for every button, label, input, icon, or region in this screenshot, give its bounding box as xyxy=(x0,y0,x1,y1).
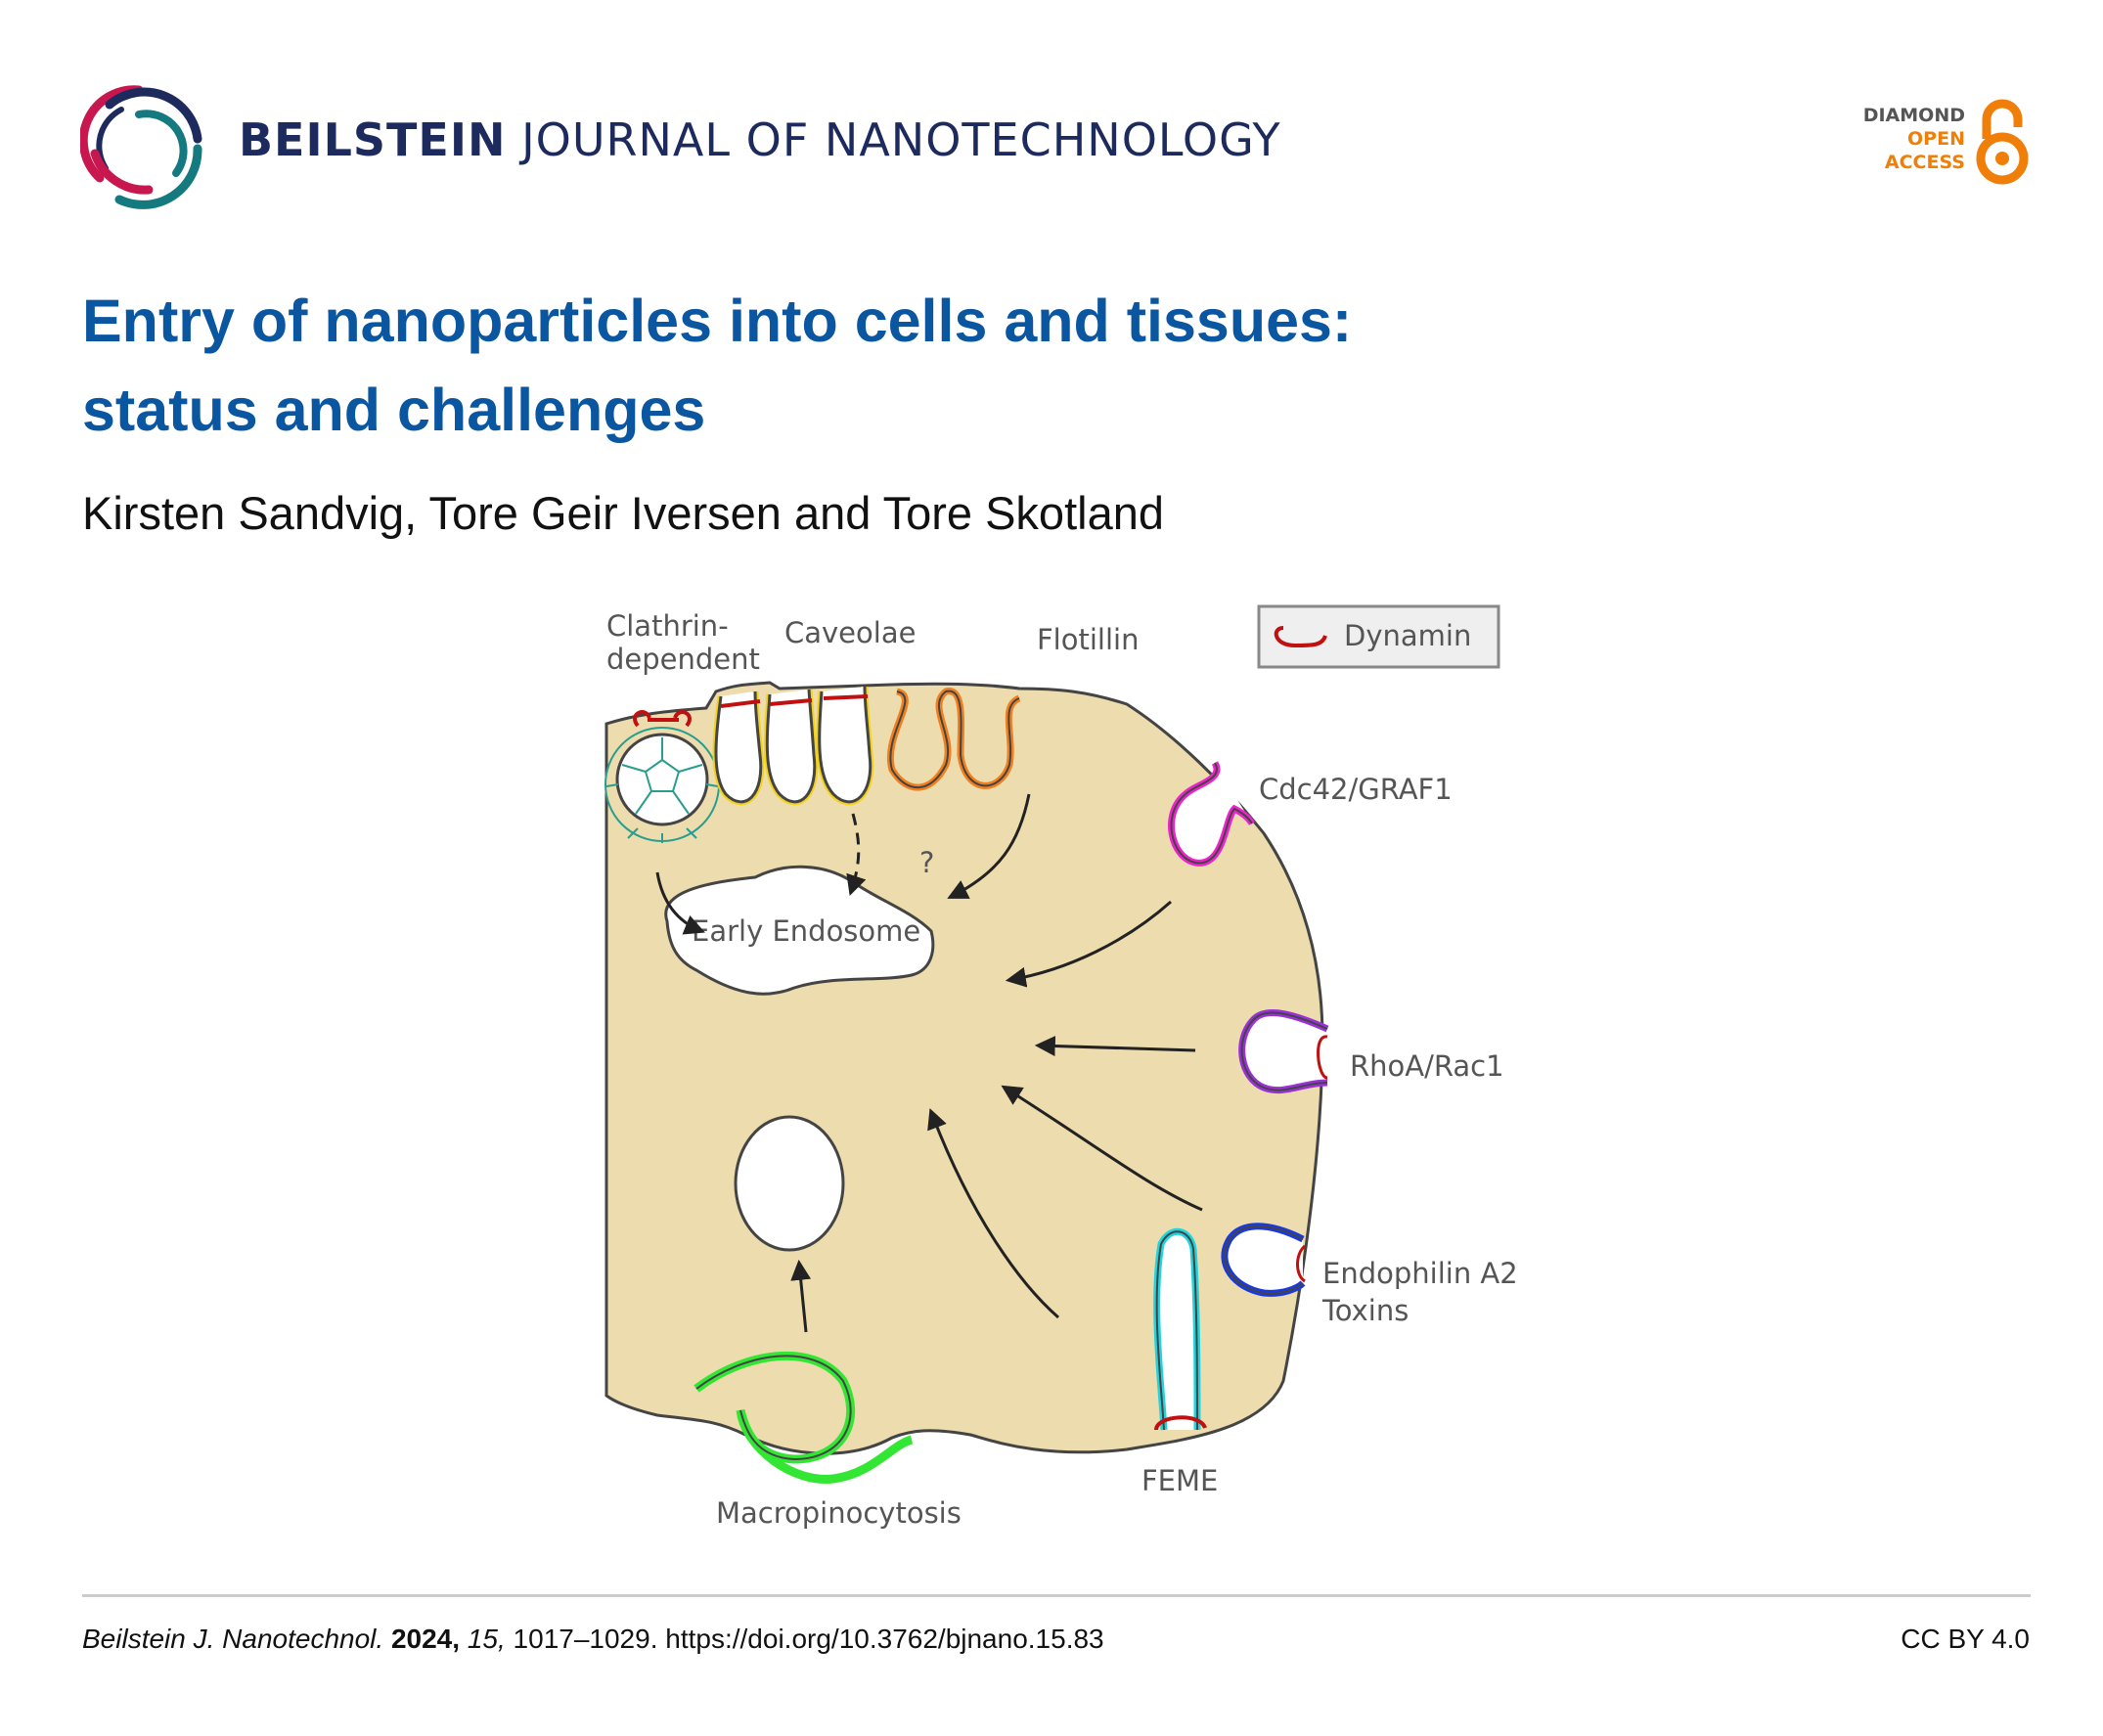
label-caveolae: Caveolae xyxy=(784,616,916,649)
label-rhoa-rac1: RhoA/Rac1 xyxy=(1350,1049,1504,1083)
title-line-2: status and challenges xyxy=(82,377,706,443)
label-flotillin: Flotillin xyxy=(1037,623,1139,656)
clathrin-pit xyxy=(604,710,720,843)
article-authors: Kirsten Sandvig, Tore Geir Iversen and T… xyxy=(82,487,1164,539)
badge-open: OPEN xyxy=(1907,128,1965,150)
open-access-lock-icon xyxy=(1976,99,2029,185)
label-clathrin-line1: Clathrin- xyxy=(606,609,729,643)
cdc42-graf1-invagination xyxy=(1168,761,1256,867)
arrow-cdc42 xyxy=(1005,900,1172,988)
label-endophilin-line1: Endophilin A2 xyxy=(1322,1257,1518,1290)
arrow-clathrin xyxy=(655,871,705,935)
arrow-flotillin xyxy=(947,793,1031,899)
citation-journal: Beilstein J. Nanotechnol. xyxy=(82,1624,384,1654)
arrow-caveolae xyxy=(846,813,867,896)
feme-invagination xyxy=(1153,1228,1207,1431)
journal-logo xyxy=(78,80,209,209)
arrow-feme xyxy=(927,1108,1059,1319)
badge-access: ACCESS xyxy=(1884,152,1965,173)
citation-pages: 1017–1029. xyxy=(513,1624,658,1654)
title-line-1: Entry of nanoparticles into cells and ti… xyxy=(82,288,1353,354)
arrows xyxy=(655,793,1203,1333)
journal-name-rest: JOURNAL OF NANOTECHNOLOGY xyxy=(521,113,1281,166)
caveolae-invaginations xyxy=(712,686,874,806)
macropinocytosis-ruffle xyxy=(694,1351,914,1484)
flotillin-question-mark: ? xyxy=(919,846,934,879)
early-endosome-label: Early Endosome xyxy=(692,914,920,948)
journal-name-bold: BEILSTEIN xyxy=(239,113,507,166)
label-feme: FEME xyxy=(1141,1464,1218,1497)
label-endophilin-line2: Toxins xyxy=(1321,1294,1409,1327)
early-endosome xyxy=(664,865,935,996)
graphical-abstract-figure: Early Endosome Clathrin- dependent Caveo… xyxy=(599,599,1528,1547)
arrow-endophilin xyxy=(1001,1085,1203,1212)
rhoa-rac1-invagination xyxy=(1238,1008,1329,1094)
citation-year: 2024, xyxy=(390,1624,461,1654)
dynamin-ring-icon xyxy=(1274,626,1327,648)
label-cdc42-graf1: Cdc42/GRAF1 xyxy=(1259,773,1453,806)
doi-link[interactable]: https://doi.org/10.3762/bjnano.15.83 xyxy=(665,1624,1104,1654)
diamond-open-access-badge: DIAMOND OPEN ACCESS xyxy=(1854,98,2035,188)
dynamin-legend: Dynamin xyxy=(1257,604,1500,669)
endocytosis-pathways-diagram: Early Endosome Clathrin- dependent Caveo… xyxy=(604,604,1518,1530)
beilstein-swirl-logo-icon xyxy=(78,85,202,209)
arrow-macropino xyxy=(790,1259,812,1333)
label-macropinocytosis: Macropinocytosis xyxy=(716,1496,962,1530)
macropinosome xyxy=(734,1115,845,1252)
footer-divider xyxy=(82,1594,2031,1597)
citation-volume: 15, xyxy=(467,1624,506,1654)
badge-diamond: DIAMOND xyxy=(1862,105,1965,126)
citation: Beilstein J. Nanotechnol. 2024, 15, 1017… xyxy=(82,1624,1104,1655)
endophilin-a2-invagination xyxy=(1221,1223,1307,1297)
license[interactable]: CC BY 4.0 xyxy=(1901,1624,2030,1654)
flotillin-invaginations xyxy=(886,688,1021,791)
dynamin-legend-label: Dynamin xyxy=(1344,619,1471,652)
journal-name: BEILSTEIN JOURNAL OF NANOTECHNOLOGY xyxy=(239,113,1281,166)
arrow-rhoa xyxy=(1034,1036,1196,1057)
article-title: Entry of nanoparticles into cells and ti… xyxy=(82,277,1352,455)
label-clathrin-line2: dependent xyxy=(606,643,760,676)
